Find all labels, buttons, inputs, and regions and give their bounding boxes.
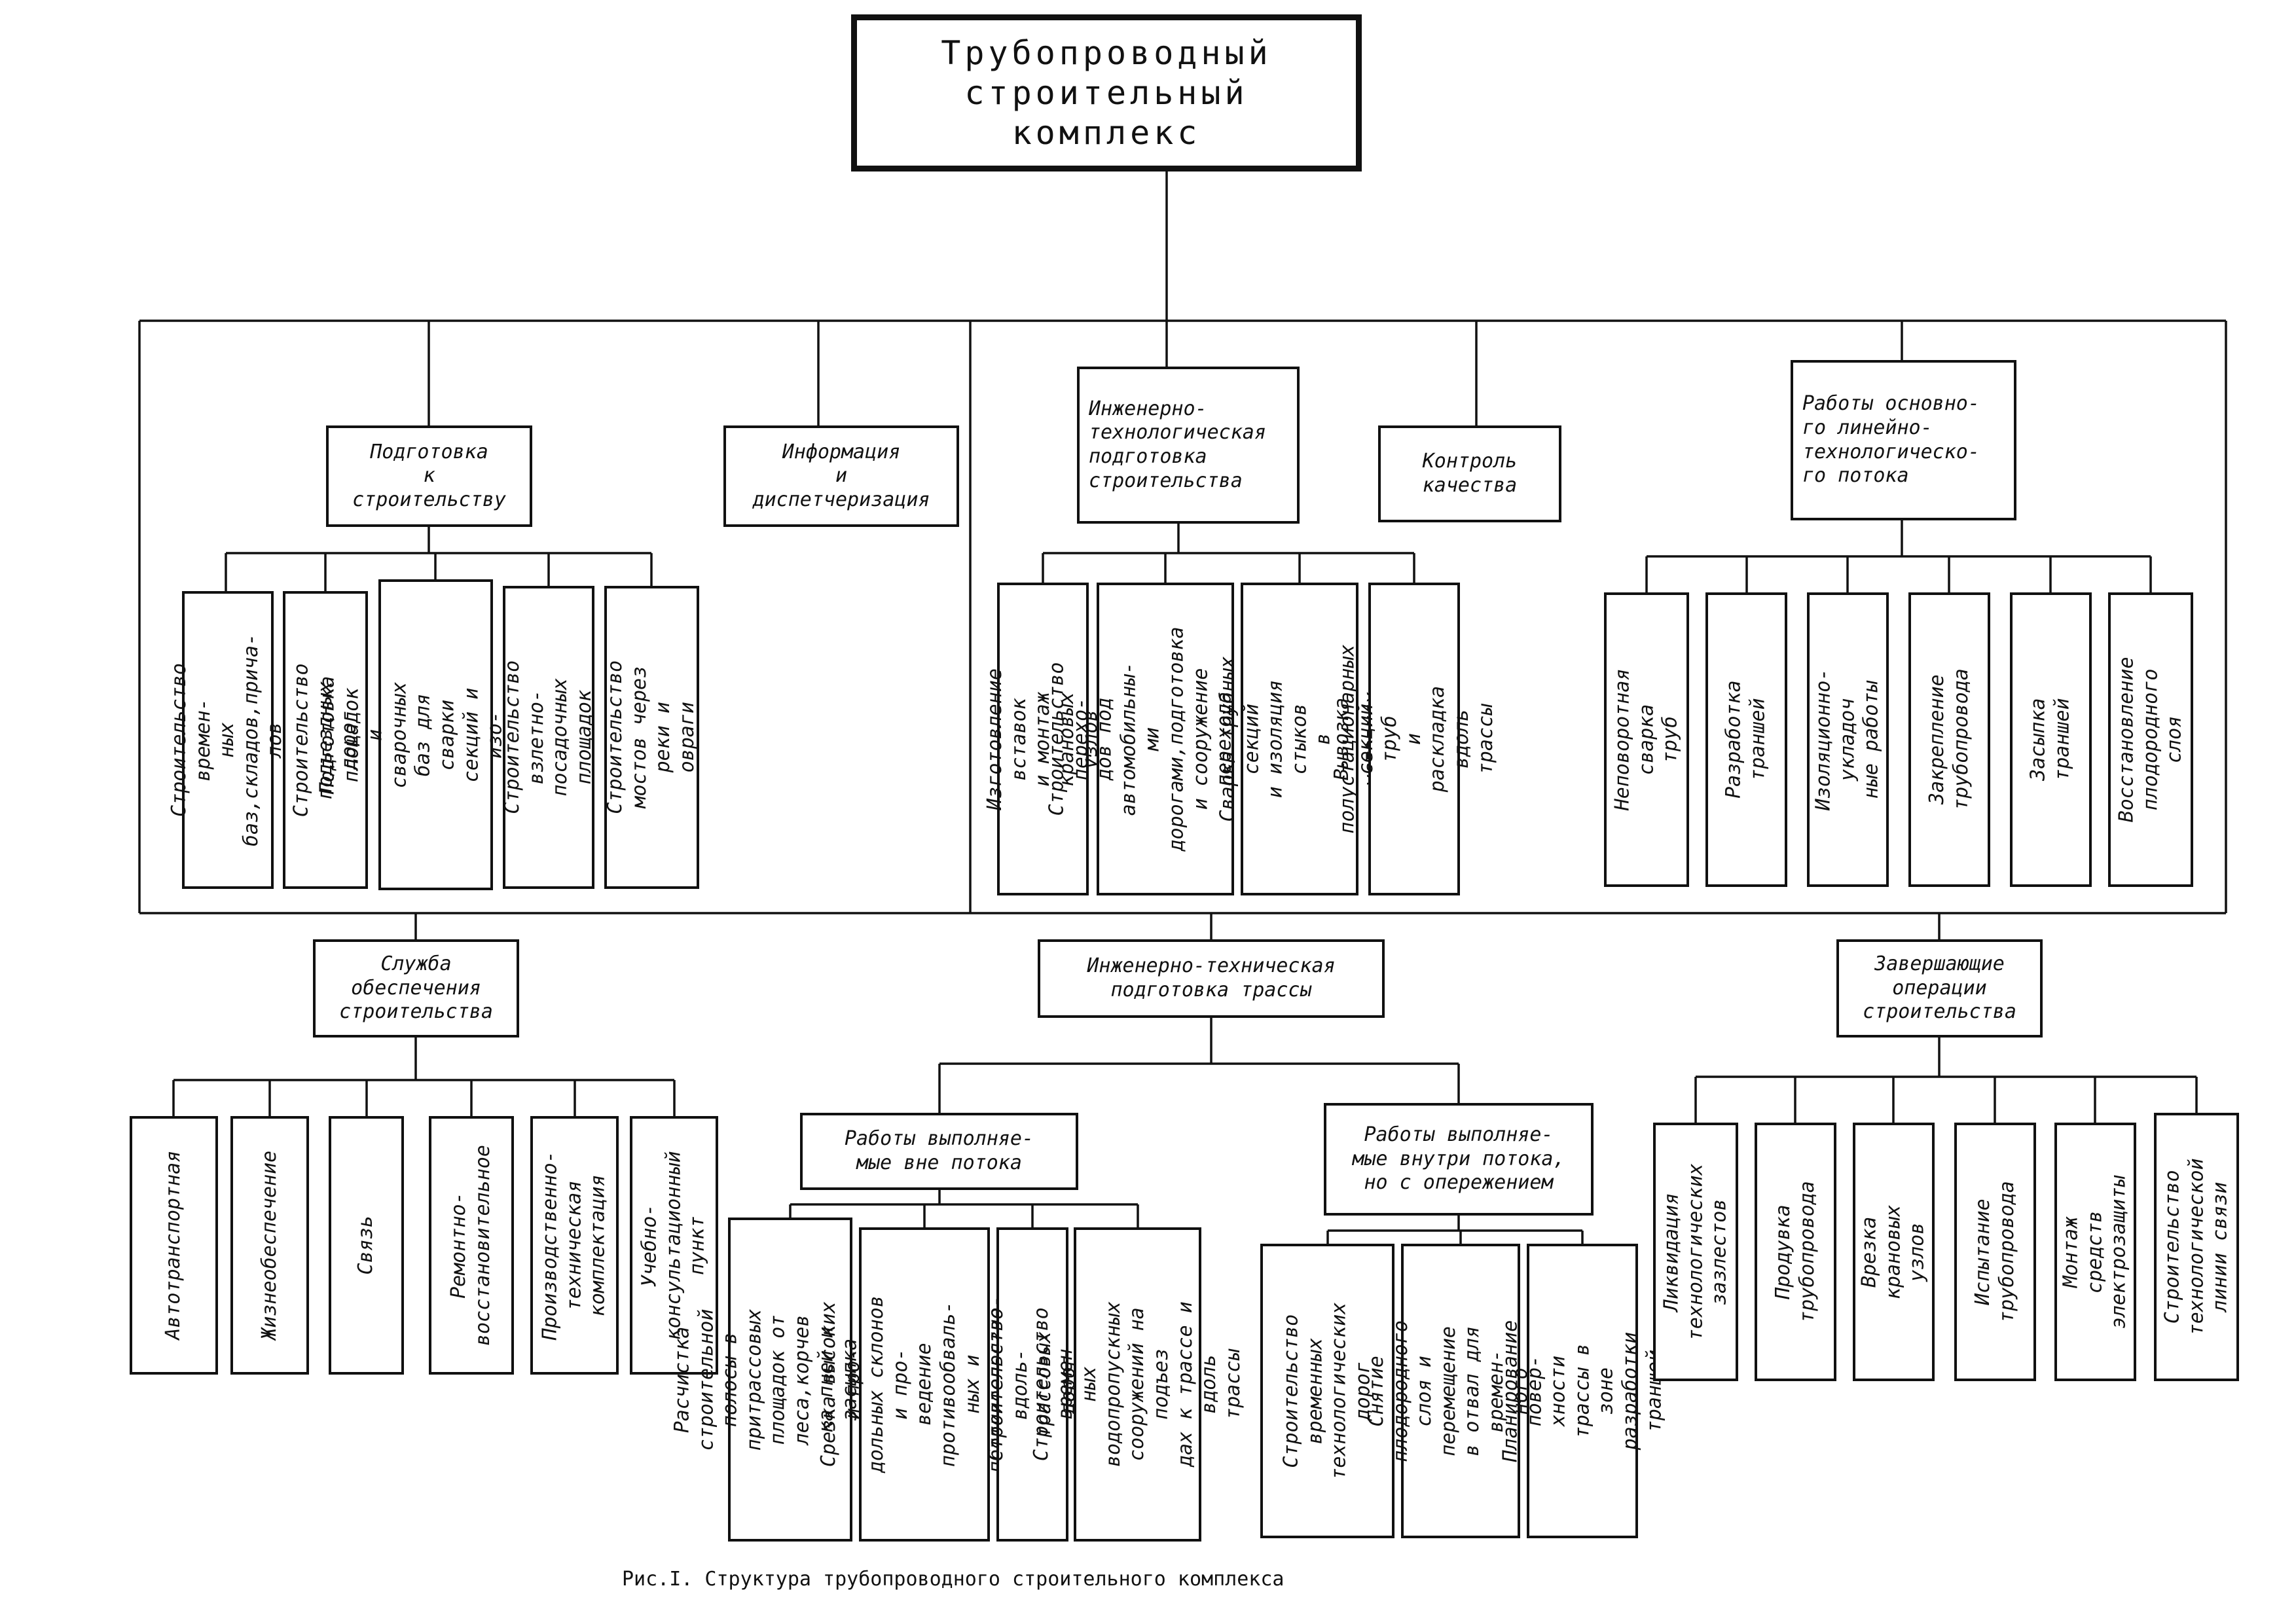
leaf-route-outside-2: Срезка высоких и про- дольных склонов и …	[816, 1227, 1031, 1542]
leaf-prep-1: Строительство времен- ных баз,складов,пр…	[168, 591, 287, 889]
group-main: Работы основно- го линейно- технологичес…	[1791, 360, 2016, 520]
leaf-route-inside-2: Снятие плодородного слоя и перемещение в…	[1365, 1244, 1556, 1538]
leaf-route-inside-1: Строительство временных технологических …	[1260, 1244, 1394, 1538]
leaf-main-1: Неповоротная сварка труб	[1604, 592, 1689, 887]
leaf-service-5: Производственно- техническая комплектаци…	[530, 1116, 619, 1375]
leaf-route-outside-1: Расчистка строительной полосы в притрасс…	[670, 1218, 909, 1542]
leaf-main-4: Закрепление трубопровода	[1908, 592, 1990, 887]
leaf-prep-4: Строительство взлетно-посадочных площадо…	[501, 586, 596, 889]
leaf-eng-4: Вывозка секций труб и раскладка вдоль тр…	[1330, 583, 1497, 895]
group-route: Инженерно-техническая подготовка трассы	[1038, 939, 1385, 1018]
group-route-outside: Работы выполняе- мые вне потока	[800, 1113, 1078, 1190]
leaf-route-outside-3: Строительство вдоль- трассовых дорог	[985, 1227, 1080, 1542]
leaf-service-3: Связь	[329, 1116, 404, 1375]
group-route-inside: Работы выполняе- мые внутри потока, но с…	[1324, 1103, 1594, 1216]
group-quality: Контроль качества	[1378, 425, 1561, 522]
leaf-final-1: Ликвидация технологических зазлестов	[1653, 1123, 1738, 1381]
leaf-eng-2: Строительство перехо- дов под автомобиль…	[1046, 583, 1284, 895]
leaf-service-2: Жизнеобеспечение	[230, 1116, 309, 1375]
leaf-prep-5: Строительство мостов через реки и овраги	[604, 586, 699, 889]
leaf-prep-2: Строительство подъездных дорог	[283, 591, 368, 889]
group-final: Завершающие операции строительства	[1836, 939, 2043, 1038]
leaf-eng-3: Сварка трубных секций и изоляция стыков …	[1216, 583, 1382, 895]
leaf-service-4: Ремонтно- восстановительное	[429, 1116, 514, 1375]
leaf-service-6: Учебно- консультационный пункт	[630, 1116, 718, 1375]
group-service: Служба обеспечения строительства	[313, 939, 519, 1038]
figure-caption: Рис.I. Структура трубопроводного строите…	[622, 1568, 1285, 1591]
leaf-main-2: Разработка траншей	[1705, 592, 1787, 887]
group-info: Информация и диспетчеризация	[723, 425, 959, 527]
leaf-prep-3: Подготовка площадок и сварочных баз для …	[316, 579, 555, 890]
leaf-final-5: Монтаж средств электрозащиты	[2054, 1123, 2136, 1381]
leaf-final-6: Строительство технологической линии связ…	[2154, 1113, 2239, 1381]
leaf-final-4: Испытание трубопровода	[1954, 1123, 2036, 1381]
group-eng: Инженерно- технологическая подготовка ст…	[1077, 367, 1300, 524]
leaf-final-3: Врезка крановых узлов	[1853, 1123, 1935, 1381]
leaf-service-1: Автотранспортная	[130, 1116, 218, 1375]
leaf-eng-1: Изготовление вставок и монтаж крановых у…	[983, 583, 1102, 895]
leaf-main-3: Изоляционно-укладоч ные работы	[1807, 592, 1889, 887]
group-prep: Подготовка к строительству	[326, 425, 532, 527]
leaf-main-6: Восстановление плодородного слоя	[2108, 592, 2193, 887]
leaf-final-2: Продувка трубопровода	[1755, 1123, 1836, 1381]
root-node: Трубопроводный строительный комплекс	[851, 14, 1362, 171]
leaf-route-outside-4: Строительство времен ных водопропускных …	[1030, 1227, 1245, 1542]
leaf-main-5: Засыпка траншей	[2010, 592, 2092, 887]
leaf-route-inside-3: Планирование повер- хности трассы в зоне…	[1499, 1244, 1665, 1538]
